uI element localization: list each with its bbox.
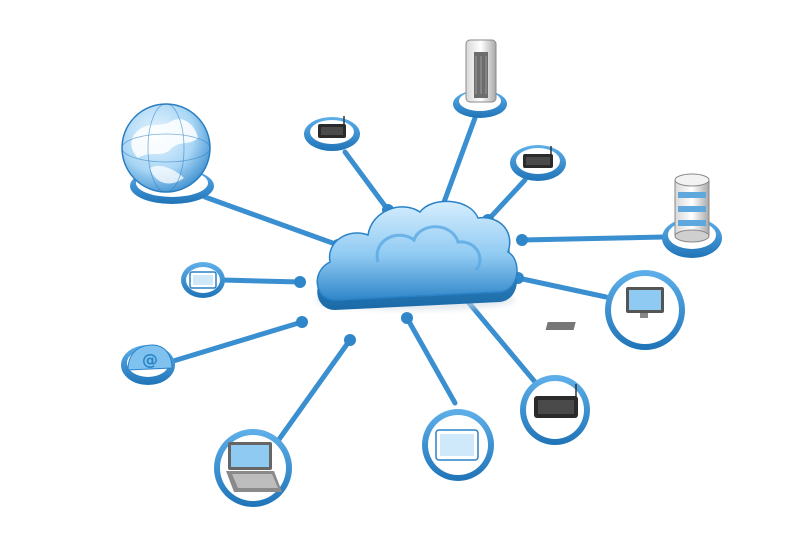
globe-icon — [121, 103, 211, 193]
node-email: @ — [121, 344, 175, 385]
database-icon — [674, 173, 710, 243]
cables — [167, 115, 667, 448]
laptop-icon — [226, 442, 282, 492]
node-router-top — [304, 116, 360, 151]
node-laptop — [214, 429, 292, 507]
cable-laptop — [272, 337, 353, 448]
cable-email — [167, 319, 305, 365]
mobile-phone-icon — [189, 271, 217, 289]
node-phone — [181, 262, 225, 298]
cable-monitor — [515, 275, 609, 300]
cable-router-top — [342, 149, 391, 213]
node-tablet — [422, 409, 494, 481]
monitor-icon — [545, 287, 664, 330]
node-globe — [121, 103, 214, 204]
node-server-tower — [453, 39, 507, 118]
tablet-icon — [435, 429, 479, 461]
router-icon — [318, 116, 346, 138]
cable-tablet — [404, 315, 458, 406]
cable-database — [519, 234, 667, 243]
node-router-bottom-right — [520, 375, 590, 445]
cable-router-right — [485, 177, 528, 223]
node-database — [662, 173, 722, 258]
router-icon — [534, 384, 578, 418]
node-router-right — [510, 145, 566, 181]
cable-globe — [202, 194, 341, 248]
cable-phone — [219, 277, 303, 285]
server-icon — [465, 39, 497, 103]
node-monitor — [545, 270, 685, 350]
cloud-icon — [315, 200, 518, 310]
cable-server — [437, 115, 478, 216]
cable-router-bottom-right — [461, 294, 538, 385]
email-icon: @ — [127, 344, 173, 371]
router-icon — [523, 146, 553, 168]
svg-text:@: @ — [142, 350, 158, 369]
